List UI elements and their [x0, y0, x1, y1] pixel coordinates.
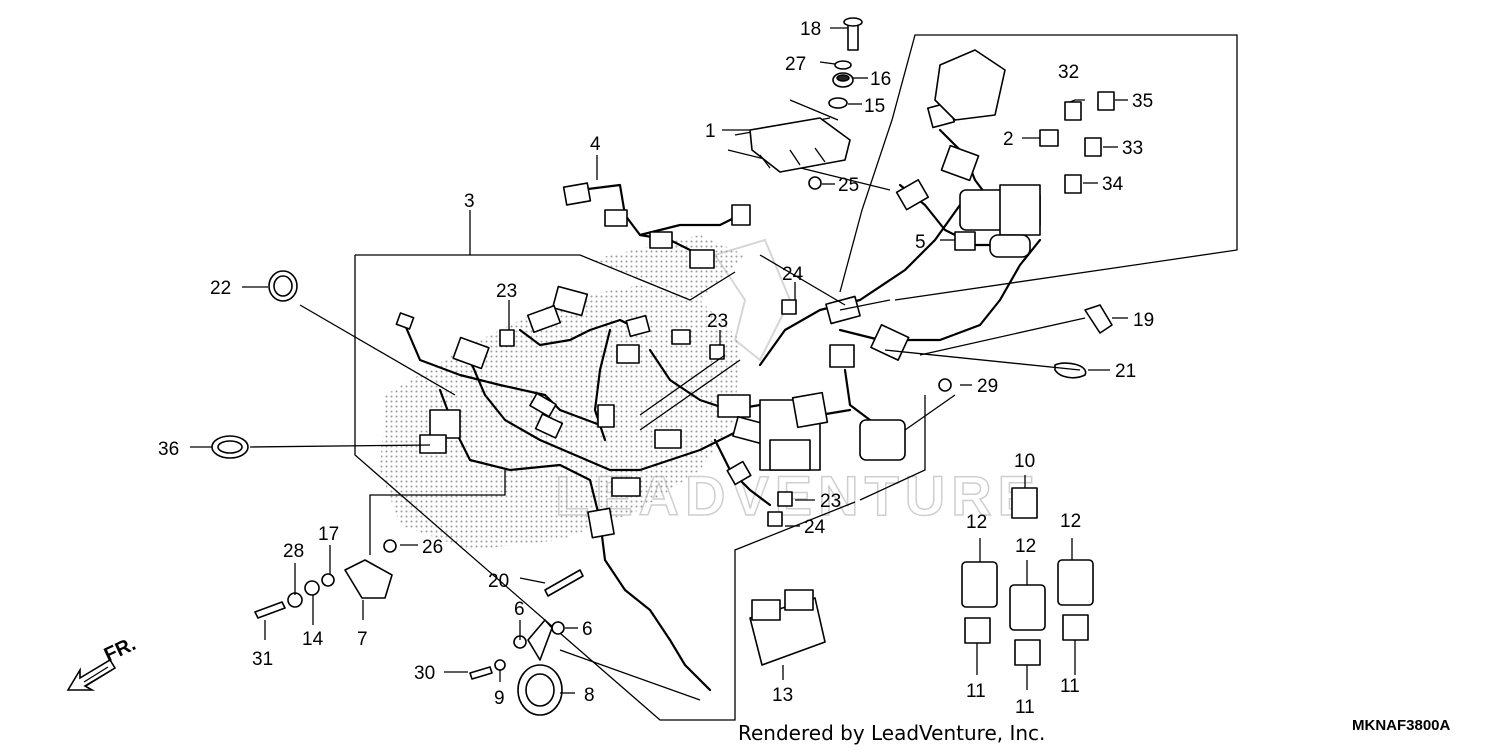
callout-23a: 23	[496, 281, 517, 302]
boot-3	[934, 49, 1006, 121]
small-fuses	[954, 91, 1115, 251]
callout-22: 22	[210, 278, 231, 299]
callout-35: 35	[1132, 91, 1153, 112]
callout-18: 18	[800, 19, 821, 40]
sensor-bracket-7	[254, 559, 393, 619]
callout-1: 1	[705, 121, 716, 142]
ecu-unit	[749, 117, 851, 173]
callout-19: 19	[1133, 310, 1154, 331]
cable-tie-20	[544, 569, 584, 597]
callout-5: 5	[915, 232, 926, 253]
horn-8	[469, 619, 565, 716]
callout-labels: 18 27 16 15 1 25 4 3 22 23 23 24 36 26 2…	[158, 19, 1154, 718]
callout-30: 30	[414, 663, 435, 684]
callout-13: 13	[772, 685, 793, 706]
callout-23c: 23	[820, 491, 841, 512]
callout-11a: 11	[966, 681, 986, 702]
callout-32: 32	[1058, 62, 1079, 83]
control-unit-13	[749, 589, 826, 666]
group-bracket-right	[839, 34, 1238, 301]
callout-12b: 12	[1015, 536, 1036, 557]
callout-27: 27	[785, 54, 806, 75]
callout-11b: 11	[1015, 697, 1035, 718]
callout-12c: 12	[1060, 511, 1081, 532]
callout-2: 2	[1003, 129, 1014, 150]
callout-11c: 11	[1060, 676, 1080, 697]
callout-34: 34	[1102, 174, 1124, 195]
callout-31: 31	[252, 649, 273, 670]
callout-4: 4	[590, 134, 601, 155]
callout-28: 28	[283, 541, 304, 562]
callout-9: 9	[494, 688, 505, 709]
front-direction-arrow: FR.	[66, 633, 139, 691]
callout-29: 29	[977, 376, 998, 397]
callout-14: 14	[302, 629, 324, 650]
diagram-code: MKNAF3800A	[1352, 717, 1451, 734]
callout-10: 10	[1014, 451, 1035, 472]
callout-21: 21	[1115, 361, 1136, 382]
callout-7: 7	[357, 629, 368, 650]
callout-24b: 24	[804, 517, 826, 538]
ecu-mount-hardware	[808, 17, 863, 190]
callout-15: 15	[864, 96, 885, 117]
leader-lines	[190, 27, 1128, 701]
group-bracket-harness	[354, 254, 926, 721]
credit-text: Rendered by LeadVenture, Inc.	[738, 721, 1045, 745]
clip-19-band-21	[1054, 304, 1113, 379]
clamp-rings	[211, 270, 298, 459]
callout-16: 16	[870, 69, 891, 90]
callout-20: 20	[488, 571, 509, 592]
callout-25: 25	[838, 175, 859, 196]
callout-33: 33	[1122, 138, 1143, 159]
clips	[383, 299, 952, 553]
sub-harness-4	[562, 182, 751, 269]
callout-24a: 24	[782, 264, 804, 285]
callout-23b: 23	[707, 311, 728, 332]
callout-12a: 12	[966, 512, 987, 533]
callout-8: 8	[584, 685, 595, 706]
callout-3: 3	[464, 191, 475, 212]
harness-connectors	[395, 101, 1041, 539]
callout-36: 36	[158, 439, 179, 460]
callout-6b: 6	[582, 619, 593, 640]
callout-6a: 6	[514, 599, 525, 620]
callout-17: 17	[318, 524, 339, 545]
callout-26: 26	[422, 537, 443, 558]
